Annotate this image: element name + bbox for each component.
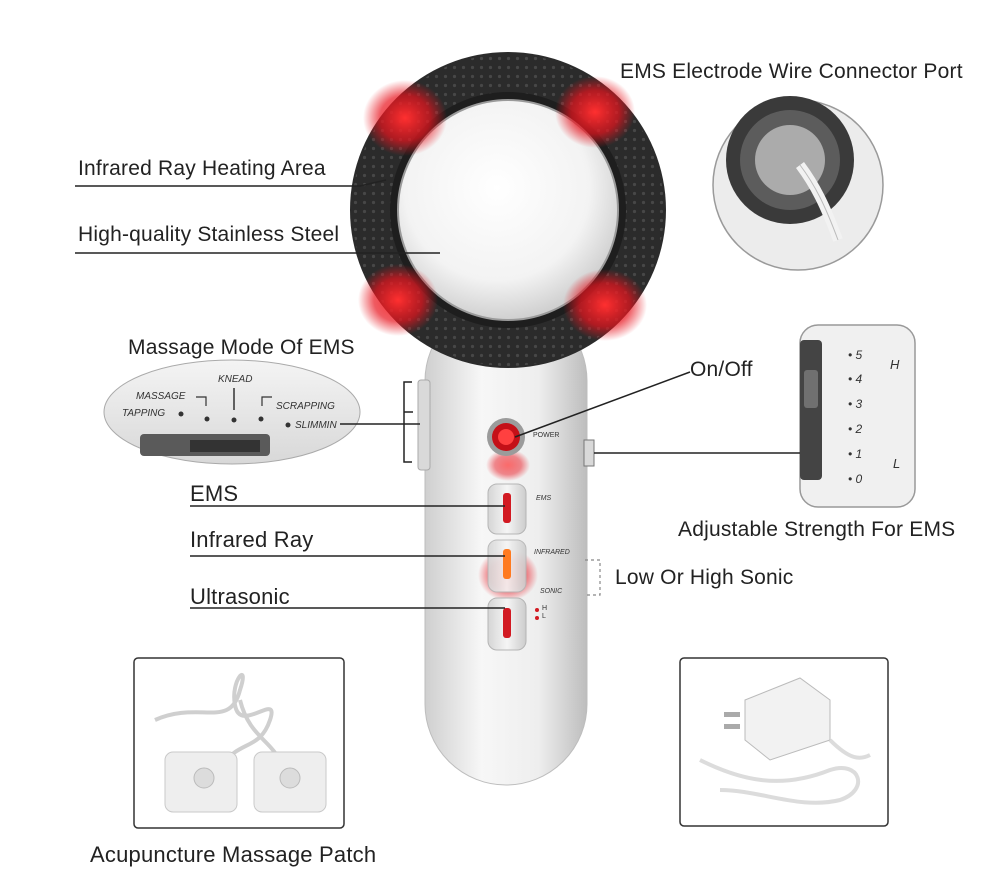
mode-knead: KNEAD [218,374,253,385]
infrared-button[interactable] [487,539,527,593]
strength-scale-closeup [799,324,916,508]
sonic-bracket [585,559,601,596]
device-power-text: POWER [533,432,560,439]
low-high-sonic-label: Low Or High Sonic [615,566,794,589]
mode-side-switch[interactable] [417,379,431,471]
ems-port-label: EMS Electrode Wire Connector Port [620,60,963,83]
ultrasonic-button[interactable] [487,597,527,651]
strength-level-4: • 4 [848,372,863,386]
strength-high-marker: H [890,357,900,372]
device-sonic-text: SONIC [540,588,563,595]
power-adapter-illustration [699,677,871,805]
ems-button[interactable] [487,483,527,535]
ems-label: EMS [190,481,239,506]
mode-scrapping: SCRAPPING [276,401,335,412]
acupuncture-patch-label: Acupuncture Massage Patch [90,842,377,867]
power-button[interactable] [487,418,525,456]
infrared-area-label: Infrared Ray Heating Area [78,157,326,180]
device-sonic-h: H [542,605,548,612]
infrared-ray-label: Infrared Ray [190,527,314,552]
leader-lines [75,179,800,609]
device-infrared-text: INFRARED [534,549,570,556]
ultrasonic-label: Ultrasonic [190,584,290,609]
sonic-h-led-icon [535,608,539,612]
strength-level-1: • 1 [848,447,863,461]
strength-level-5: • 5 [848,348,863,362]
strength-dial-side[interactable] [583,439,595,467]
infrared-led-glows [358,76,647,601]
strength-low-marker: L [893,456,901,471]
massage-mode-label: Massage Mode Of EMS [128,336,355,359]
electrode-patch-illustration [154,673,327,813]
strength-level-2: • 2 [848,422,863,436]
sonic-l-led-icon [535,616,539,620]
device-sonic-l: L [542,613,546,620]
ems-port-closeup [712,96,884,271]
mode-bracket [403,381,413,463]
mode-massage: MASSAGE [136,391,186,402]
mode-slimming: SLIMMIN [295,420,337,431]
stainless-steel-label: High-quality Stainless Steel [78,223,340,246]
mode-tapping: TAPPING [122,408,166,419]
strength-level-0: • 0 [848,472,863,486]
mode-panel-closeup [103,359,361,465]
adjustable-strength-label: Adjustable Strength For EMS [678,518,956,541]
on-off-label: On/Off [690,358,753,381]
stainless-steel-plate [397,99,619,321]
device-ems-text: EMS [536,495,552,502]
strength-level-3: • 3 [848,397,863,411]
